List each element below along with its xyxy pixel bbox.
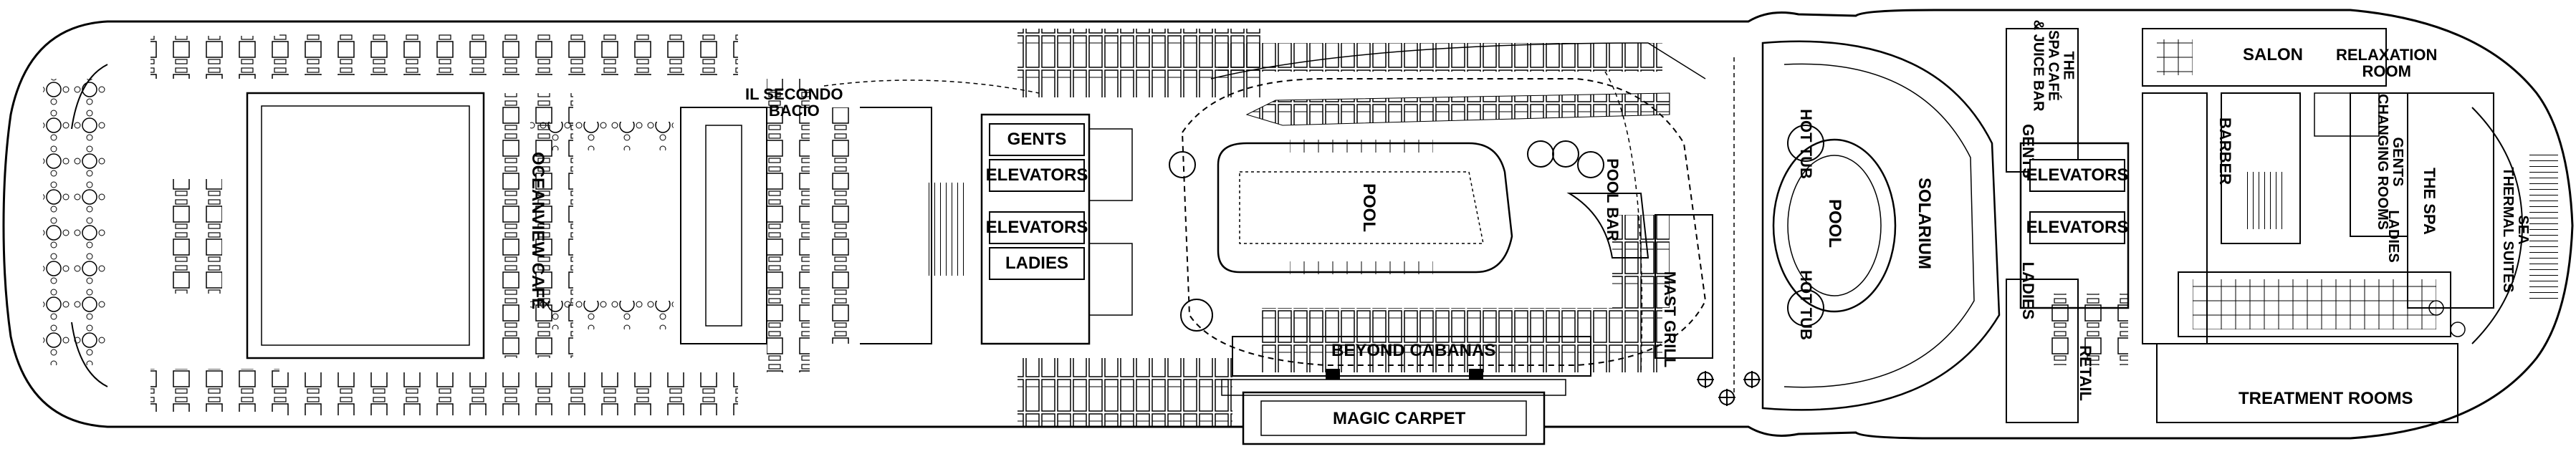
label-spa-cafe-line1: THE	[2060, 51, 2077, 80]
hot-tub-aft	[1787, 125, 1824, 162]
label-solarium-pool: POOL	[1825, 198, 1844, 248]
label-elevators-fwd-1: ELEVATORS	[2026, 159, 2128, 192]
label-hot-tub-aft: HOT TUB	[1797, 109, 1815, 179]
hot-tub-fwd	[1787, 289, 1824, 327]
label-magic-carpet: MAGIC CARPET	[1333, 409, 1466, 428]
label-solarium: SOLARIUM	[1915, 178, 1934, 269]
label-ladies-changing: LADIES	[2385, 210, 2401, 263]
label-mast-grill: MAST GRILL	[1661, 271, 1679, 368]
label-ladies-fwd: LADIES	[2019, 261, 2037, 320]
label-retail: RETAIL	[2077, 345, 2094, 401]
label-treatment-rooms: TREATMENT ROOMS	[2236, 390, 2416, 407]
label-spa-cafe: THE SPA CAFÉ & JUICE BAR	[2030, 5, 2077, 127]
solarium-pool	[1772, 138, 1897, 313]
label-spa-cafe-line2: SPA CAFÉ	[2045, 30, 2062, 101]
label-sea-thermal-line1: SEA	[2515, 215, 2531, 245]
label-barber: BARBER	[2216, 117, 2234, 185]
label-the-spa: THE SPA	[2421, 168, 2438, 235]
mast-grill-tables	[1697, 371, 1761, 406]
hull-outline	[2, 9, 2574, 440]
label-pool: POOL	[1359, 183, 1379, 232]
label-beyond-cabanas: BEYOND CABANAS	[1331, 341, 1496, 360]
label-relaxation-room-line2: ROOM	[2362, 62, 2411, 81]
label-pool-bar: POOL BAR	[1604, 158, 1622, 241]
label-sea-thermal-suites: SEA THERMAL SUITES	[2500, 158, 2531, 301]
label-ladies-aft: LADIES	[989, 247, 1085, 280]
label-relaxation-room: RELAXATION ROOM	[2336, 47, 2437, 79]
label-hot-tub-fwd: HOT TUB	[1797, 270, 1815, 340]
label-salon: SALON	[2243, 45, 2303, 64]
label-il-secondo-bacio: IL SECONDO BACIO	[745, 86, 843, 119]
label-sea-thermal-line2: THERMAL SUITES	[2500, 167, 2516, 293]
label-oceanview-cafe: OCEANVIEW CAFÉ	[528, 152, 547, 310]
label-relaxation-room-line1: RELAXATION	[2336, 46, 2438, 64]
label-elevators-aft-2: ELEVATORS	[986, 211, 1088, 244]
label-il-secondo-bacio-line2: BACIO	[768, 102, 820, 120]
oceanview-cafe-buffet	[246, 92, 485, 359]
main-pool	[1217, 142, 1513, 274]
label-gents-aft: GENTS	[989, 123, 1085, 156]
label-il-secondo-bacio-line1: IL SECONDO	[745, 85, 843, 103]
label-spa-cafe-line3: & JUICE BAR	[2030, 19, 2046, 112]
solarium-enclosure	[1761, 40, 2001, 411]
label-elevators-fwd-2: ELEVATORS	[2026, 211, 2128, 244]
label-elevators-aft-1: ELEVATORS	[986, 159, 1088, 192]
beyond-cabanas	[1232, 336, 1591, 377]
